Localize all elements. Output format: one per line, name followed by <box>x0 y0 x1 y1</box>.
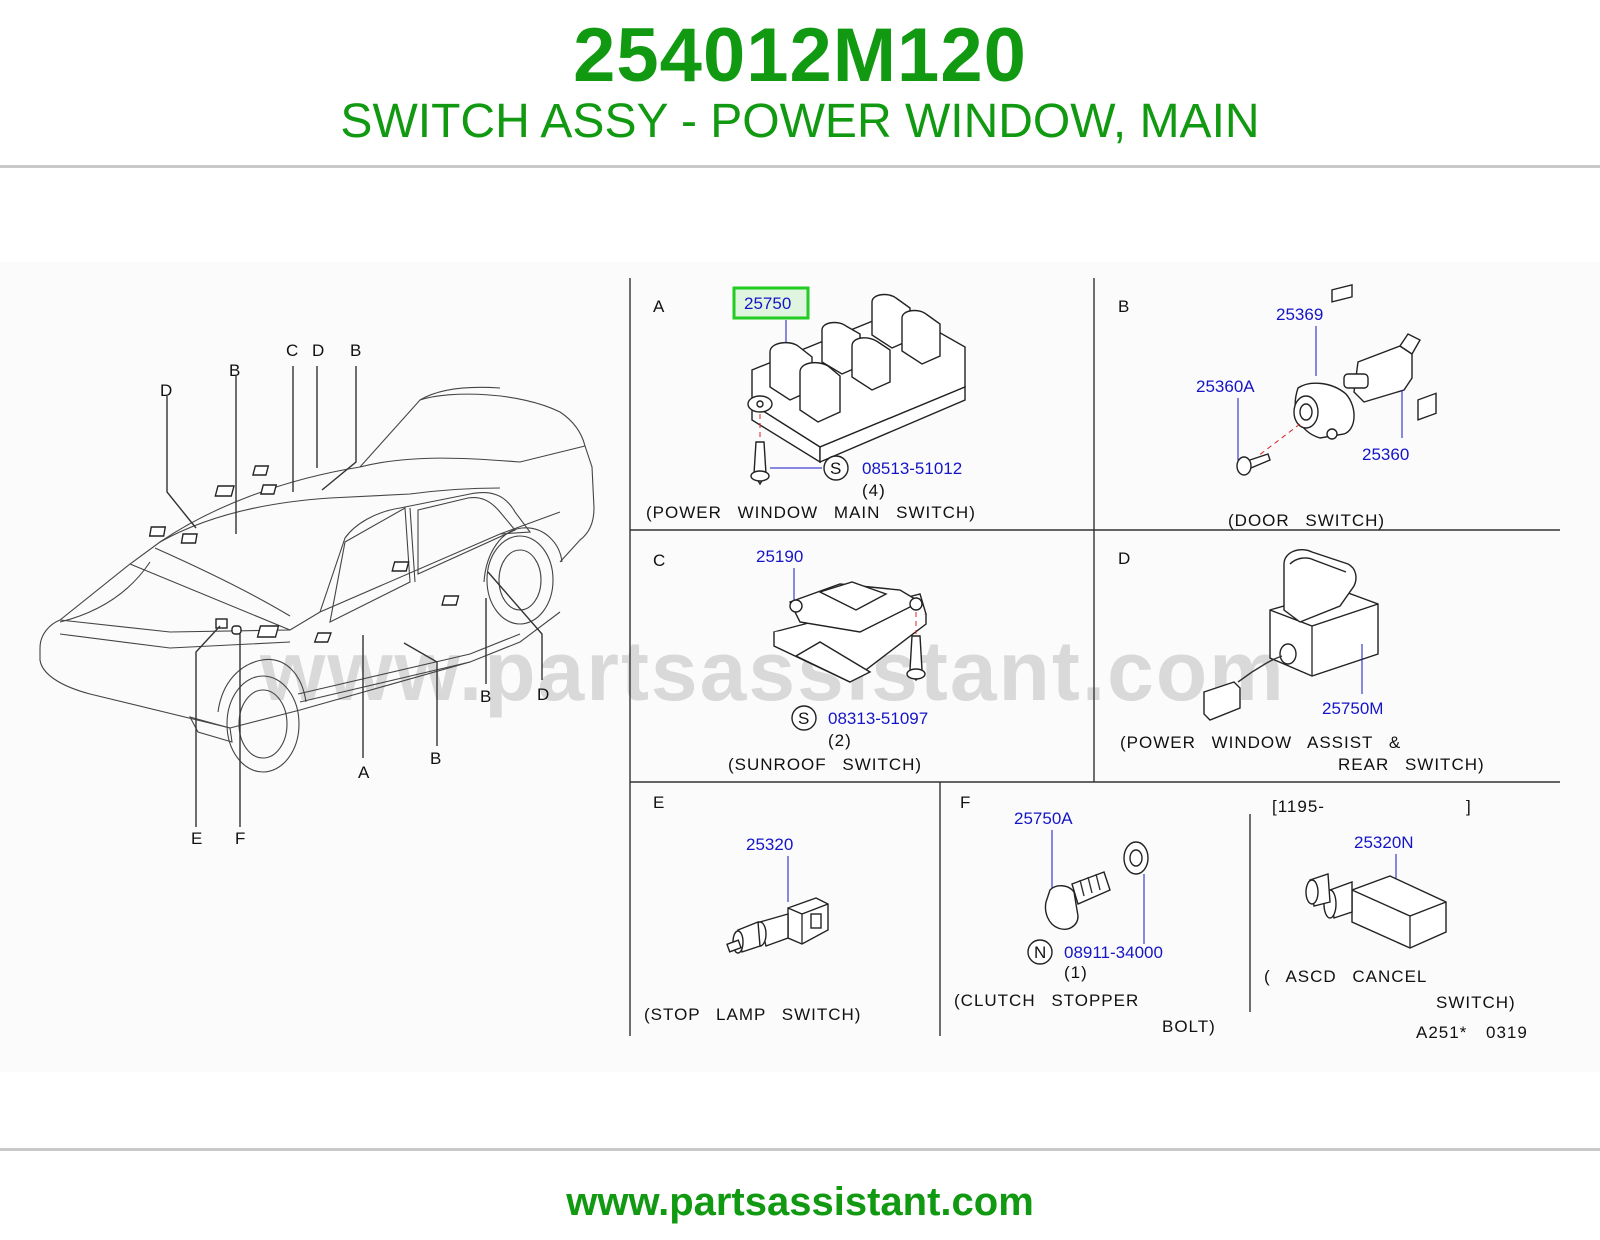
car-label-b-bottom: B <box>430 749 442 768</box>
car-label-e: E <box>191 829 203 848</box>
section-f-letter: F <box>960 793 971 812</box>
section-b-part-25360[interactable]: 25360 <box>1362 445 1409 464</box>
section-c-screw-symbol: S <box>798 709 810 728</box>
part-description: SWITCH ASSY - POWER WINDOW, MAIN <box>340 95 1260 148</box>
section-b-part-25360a[interactable]: 25360A <box>1196 377 1255 396</box>
section-b-part-25369[interactable]: 25369 <box>1276 305 1323 324</box>
section-a-quantity: (4) <box>862 481 886 500</box>
section-f-nut-symbol: N <box>1034 943 1047 962</box>
car-label-a: A <box>358 763 370 782</box>
diagram-svg: www.partsassistant.com <box>39 278 1560 1042</box>
section-c-letter: C <box>653 551 666 570</box>
ascd-caption-line1: ( ASCD CANCEL <box>1264 967 1427 986</box>
section-d-caption-line1: (POWER WINDOW ASSIST & <box>1120 733 1401 752</box>
car-label-d-top: D <box>312 341 325 360</box>
car-label-d-rear: D <box>537 685 550 704</box>
section-ascd: [1195- ] 25320N ( ASCD CANCEL SWITCH) A2… <box>1264 392 1528 1042</box>
section-a-screw-symbol: S <box>830 459 842 478</box>
footer-divider <box>0 1148 1600 1151</box>
section-a-part-08513-51012[interactable]: 08513-51012 <box>862 459 962 478</box>
section-a-part-25750[interactable]: 25750 <box>744 294 791 313</box>
section-f-part-25750a[interactable]: 25750A <box>1014 809 1073 828</box>
ascd-ref-code: A251* <box>1416 1023 1467 1042</box>
car-label-b-top: B <box>350 341 362 360</box>
section-d-caption-line2: REAR SWITCH) <box>1338 755 1485 774</box>
section-grid <box>629 278 1560 1036</box>
footer-url-link[interactable]: www.partsassistant.com <box>566 1180 1034 1224</box>
section-c-part-08313-51097[interactable]: 08313-51097 <box>828 709 928 728</box>
section-d-part-25750m[interactable]: 25750M <box>1322 699 1383 718</box>
section-f-part-08911-34000[interactable]: 08911-34000 <box>1064 943 1163 962</box>
section-e-part-25320[interactable]: 25320 <box>746 835 793 854</box>
car-label-c: C <box>286 341 299 360</box>
section-c-caption: (SUNROOF SWITCH) <box>728 755 922 774</box>
section-b: B 25369 25360A 25360 (DOOR SWITCH) <box>1118 297 1421 530</box>
header-divider <box>0 165 1600 168</box>
ascd-ref-num: 0319 <box>1486 1023 1528 1042</box>
section-c-quantity: (2) <box>828 731 852 750</box>
section-e-letter: E <box>653 793 665 812</box>
section-f-caption-line2: BOLT) <box>1162 1017 1216 1036</box>
car-illustration: C D B D B A B B D E F <box>39 341 595 848</box>
section-a-letter: A <box>653 297 665 316</box>
section-d-letter: D <box>1118 549 1131 568</box>
ascd-date-close: ] <box>1466 797 1472 816</box>
ascd-caption-line2: SWITCH) <box>1436 993 1516 1012</box>
section-b-letter: B <box>1118 297 1130 316</box>
ascd-date-open: [1195- <box>1272 797 1325 816</box>
section-c: C 25190 S 08313-51097 (2) (SUNROOF SWITC… <box>653 547 928 774</box>
section-c-part-25190[interactable]: 25190 <box>756 547 803 566</box>
watermark-text: www.partsassistant.com <box>259 624 1286 718</box>
section-f: F 25750A N 08911-34000 (1) (CLUTCH STOPP… <box>954 793 1216 1036</box>
section-e-caption: (STOP LAMP SWITCH) <box>644 1005 861 1024</box>
section-a: A 25750 S 08513-51012 (4) (POWER WINDOW … <box>646 286 976 522</box>
highlight-box <box>732 286 810 320</box>
section-f-caption-line1: (CLUTCH STOPPER <box>954 991 1139 1010</box>
car-label-b-rear: B <box>480 687 492 706</box>
car-label-b-left: B <box>229 361 241 380</box>
car-label-d-left: D <box>160 381 173 400</box>
car-label-f: F <box>235 829 246 848</box>
parts-diagram: www.partsassistant.com <box>0 262 1600 1072</box>
section-a-caption: (POWER WINDOW MAIN SWITCH) <box>646 503 976 522</box>
ascd-part-25320n[interactable]: 25320N <box>1354 833 1414 852</box>
page-header: 254012M120 SWITCH ASSY - POWER WINDOW, M… <box>0 0 1600 168</box>
section-f-quantity: (1) <box>1064 963 1088 982</box>
part-number-title: 254012M120 <box>573 13 1027 98</box>
section-e: E 25320 (STOP LAMP SWITCH) <box>644 793 861 1024</box>
section-b-caption: (DOOR SWITCH) <box>1228 511 1385 530</box>
section-d: D 25750M (POWER WINDOW ASSIST & REAR SWI… <box>1118 284 1485 774</box>
